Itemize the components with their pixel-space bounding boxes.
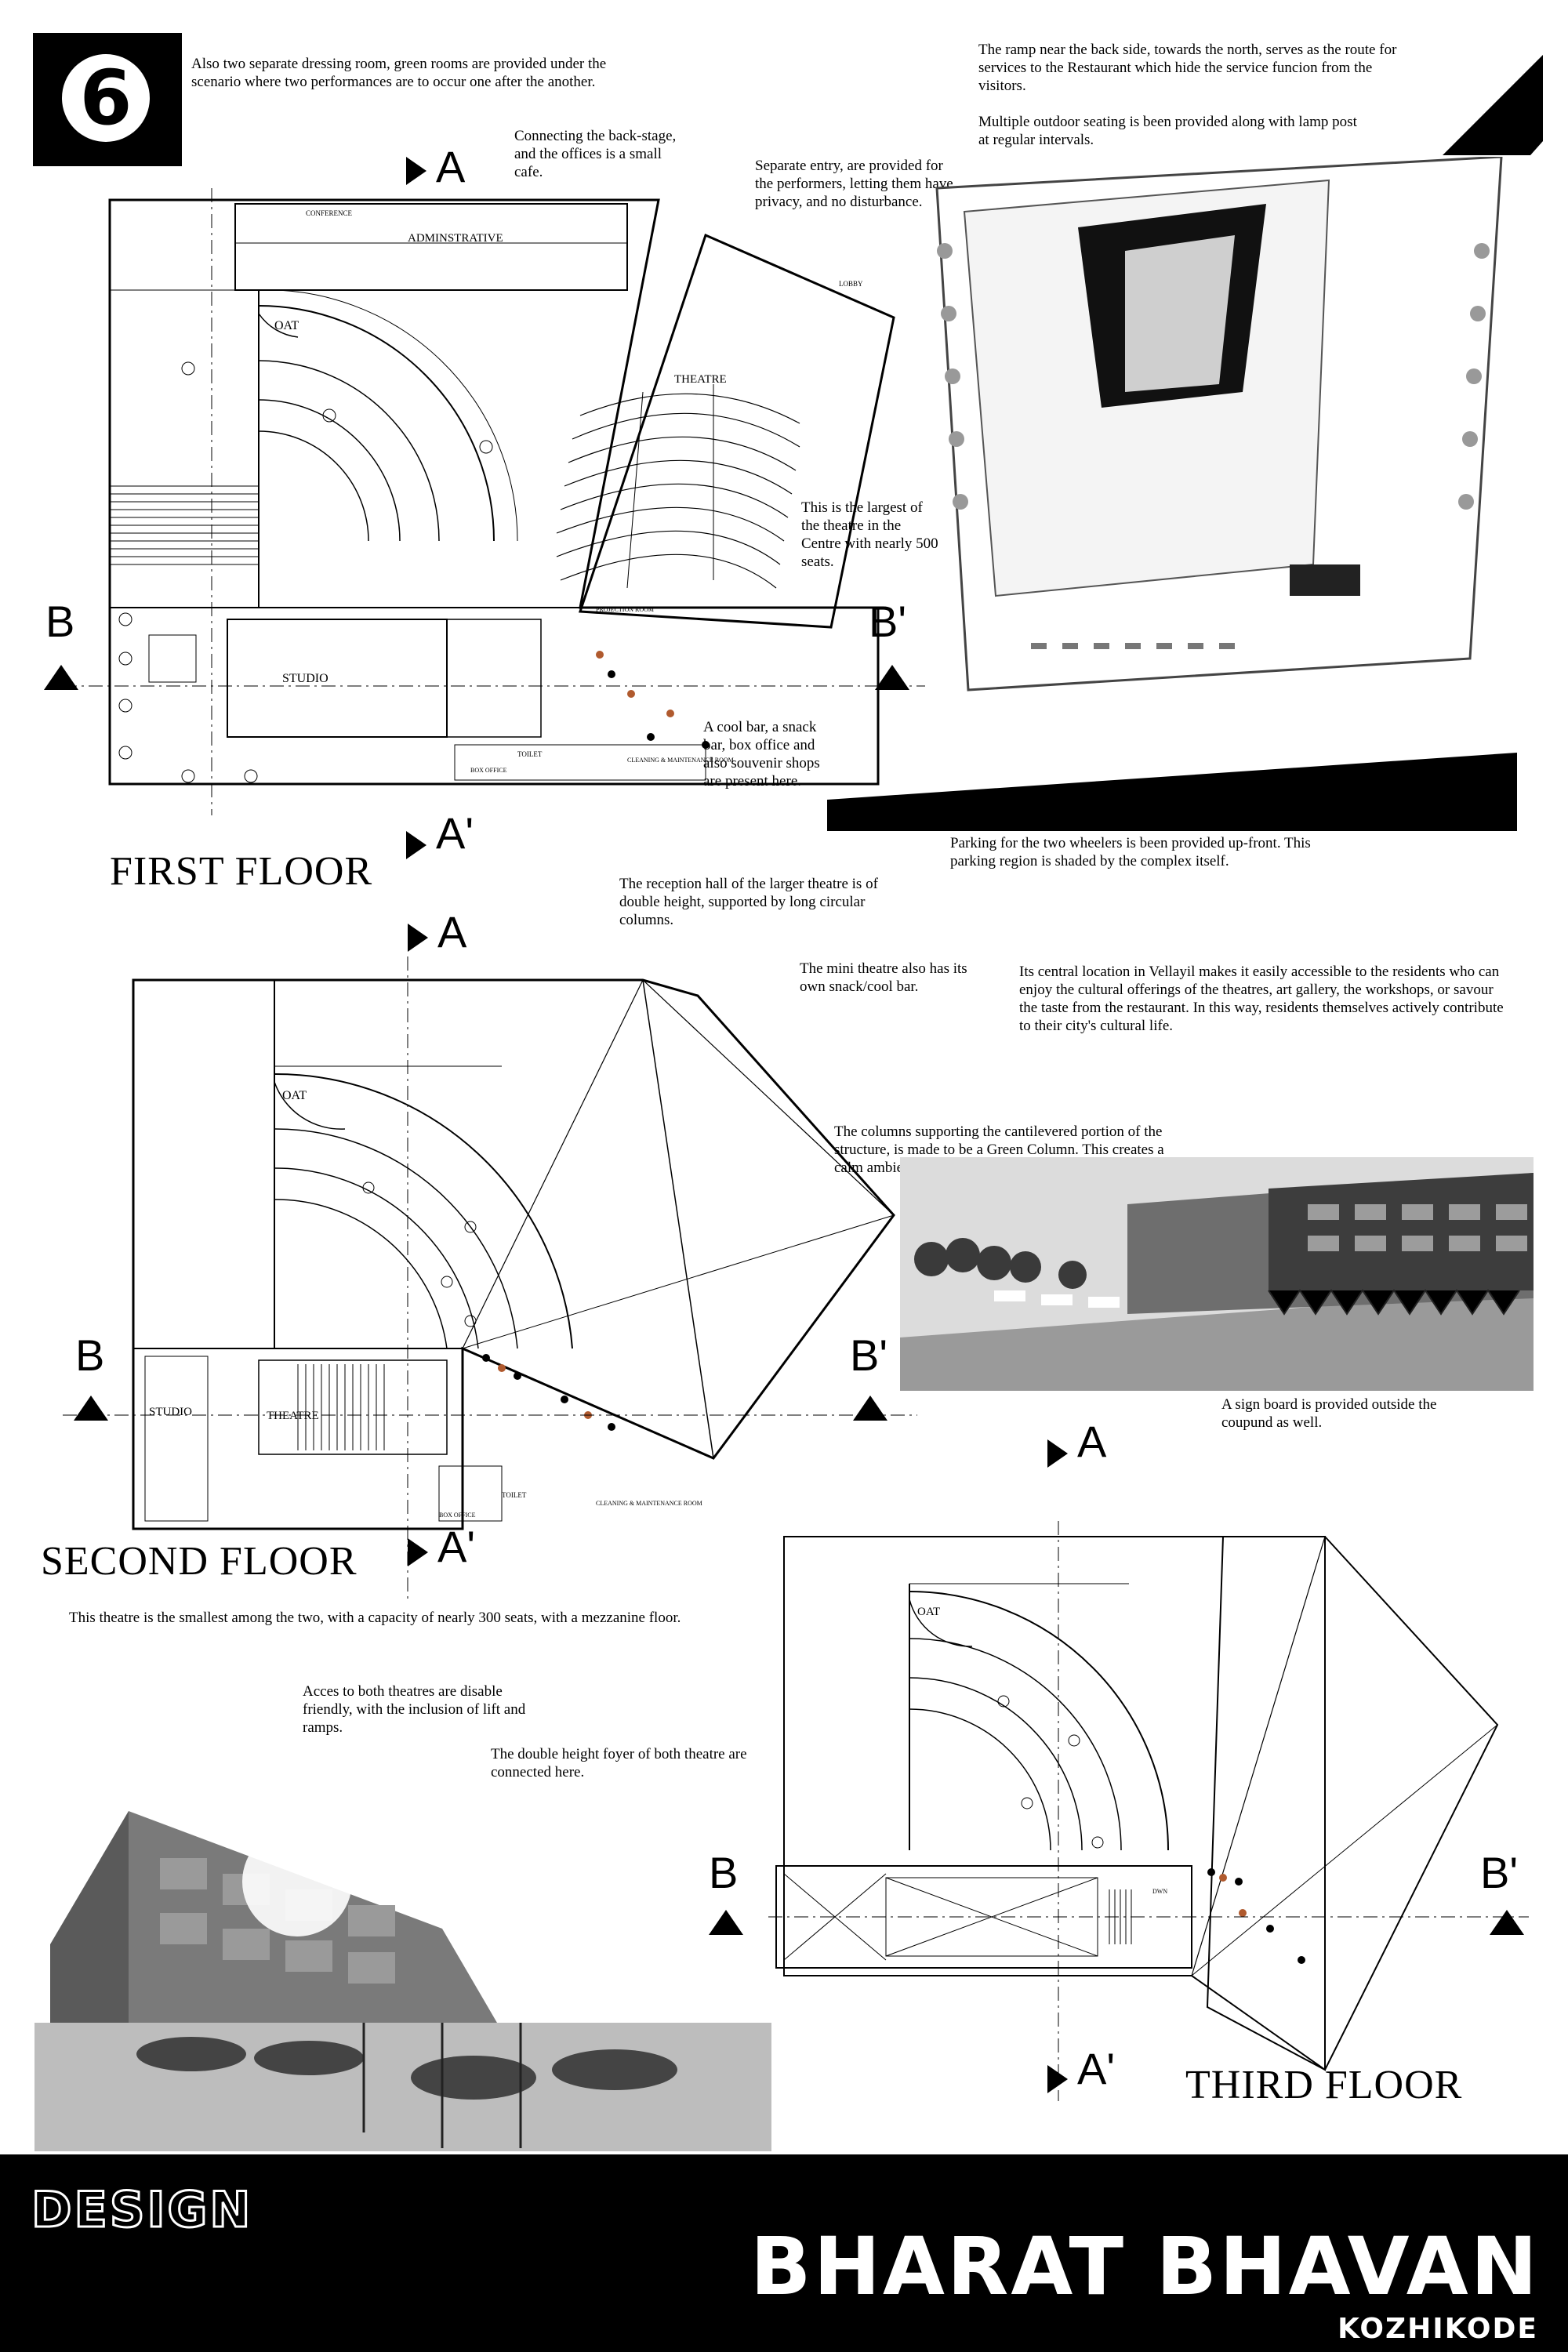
label-studio-first: STUDIO	[282, 672, 328, 685]
section-b-prime-arrow-third	[1490, 1910, 1524, 1935]
section-a-arrow-third	[1047, 1439, 1068, 1468]
note-mini-theatre-bar: The mini theatre also has its own snack/…	[800, 960, 967, 995]
note-ramp: The ramp near the back side, towards the…	[978, 42, 1397, 94]
floor-title-second: SECOND FLOOR	[41, 1539, 358, 1584]
section-a-label-second: A	[437, 907, 467, 956]
section-a-prime-label-second: A'	[437, 1522, 476, 1571]
first-floor-plan: ADMINSTRATIVE CONFERENCE OAT STUDIO THEA…	[63, 188, 925, 815]
label-lobby: LOBBY	[839, 280, 863, 288]
sheet-label: DESIGN	[30, 2180, 253, 2240]
first-floor-outline	[108, 198, 880, 786]
section-a-label-third: A	[1077, 1417, 1107, 1466]
second-floor-plan: OAT STUDIO THEATRE TOILET CLEANING & MAI…	[63, 956, 917, 1599]
section-b-arrow-third	[709, 1910, 743, 1935]
label-toilet-first: TOILET	[517, 750, 543, 758]
note-double-height-foyer: The double height foyer of both theatre …	[491, 1746, 747, 1780]
label-theatre-first: THEATRE	[674, 373, 727, 386]
north-arrow-icon	[1443, 55, 1543, 155]
note-largest-theatre: This is the largest of the theatre in th…	[801, 499, 938, 570]
section-b-label-second: B	[75, 1330, 105, 1380]
label-oat-third: OAT	[917, 1606, 940, 1618]
section-b-prime-arrow-first	[875, 665, 909, 690]
label-cleaning-first: CLEANING & MAINTENANCE ROOM	[627, 757, 734, 764]
label-administrative: ADMINSTRATIVE	[408, 232, 503, 245]
section-b-label-first: B	[45, 597, 75, 646]
note-cool-bar: A cool bar, a snack bar, box office and …	[703, 719, 820, 789]
floor-title-first: FIRST FLOOR	[110, 849, 373, 894]
note-smallest-theatre: This theatre is the smallest among the t…	[69, 1610, 681, 1626]
note-central-location: Its central location in Vellayil makes i…	[1019, 964, 1504, 1034]
street-view-render	[900, 1157, 1534, 1391]
label-projection: PROJECTION ROOM	[596, 606, 654, 613]
section-a-label-first: A	[436, 142, 466, 191]
label-box-office-first: BOX OFFICE	[470, 767, 507, 774]
section-a-prime-label-first: A'	[436, 808, 474, 858]
third-floor-outline	[1206, 1536, 1499, 2071]
section-b-arrow-first	[44, 665, 78, 690]
section-b-arrow-second	[74, 1396, 108, 1421]
note-separate-entry: Separate entry, are provided for the per…	[755, 158, 953, 210]
note-small-cafe: Connecting the back-stage, and the offic…	[514, 128, 677, 180]
section-b-prime-label-third: B'	[1480, 1848, 1519, 1897]
label-cleaning-second: CLEANING & MAINTENANCE ROOM	[596, 1500, 702, 1507]
section-a-prime-label-third: A'	[1077, 2044, 1116, 2093]
parking-render	[34, 1788, 771, 2151]
label-oat: OAT	[274, 319, 299, 332]
project-location: KOZHIKODE	[1338, 2313, 1538, 2345]
second-floor-outline	[132, 978, 895, 1530]
aerial-site-render	[827, 157, 1517, 831]
note-reception-hall: The reception hall of the larger theatre…	[619, 876, 878, 928]
floor-title-third: THIRD FLOOR	[1185, 2063, 1463, 2107]
sheet-number-circle	[62, 54, 150, 142]
section-b-prime-label-second: B'	[850, 1330, 888, 1380]
label-conference: CONFERENCE	[306, 209, 353, 217]
label-toilet-second: TOILET	[502, 1491, 527, 1499]
note-disable-access: Acces to both theatres are disable frien…	[303, 1683, 526, 1736]
label-box-office-second: BOX OFFICE	[439, 1512, 476, 1519]
label-theatre-second: THEATRE	[267, 1410, 319, 1422]
sheet-number-badge: 6	[33, 33, 182, 166]
project-title: BHARAT BHAVAN	[750, 2220, 1540, 2314]
section-b-prime-arrow-second	[853, 1396, 887, 1421]
section-b-label-third: B	[709, 1848, 739, 1897]
section-a-arrow-first	[406, 157, 426, 185]
note-two-wheeler-parking: Parking for the two wheelers is been pro…	[950, 835, 1311, 869]
section-a-prime-arrow-third	[1047, 2065, 1068, 2093]
section-a-arrow-second	[408, 924, 428, 952]
label-down-third: DWN	[1152, 1888, 1167, 1895]
sheet-number: 6	[79, 54, 132, 142]
note-outdoor-seating: Multiple outdoor seating is been provide…	[978, 114, 1357, 148]
label-oat-second: OAT	[282, 1089, 307, 1102]
footer-bar	[0, 2154, 1568, 2352]
note-sign-board: A sign board is provided outside the cou…	[1221, 1396, 1437, 1431]
third-floor-plan: OAT DWN	[768, 1521, 1529, 2101]
section-a-prime-arrow-first	[406, 831, 426, 859]
section-b-prime-label-first: B'	[869, 597, 907, 646]
note-dressing-rooms: Also two separate dressing room, green r…	[191, 56, 607, 90]
section-a-prime-arrow-second	[408, 1538, 428, 1566]
label-studio-second: STUDIO	[149, 1406, 192, 1418]
